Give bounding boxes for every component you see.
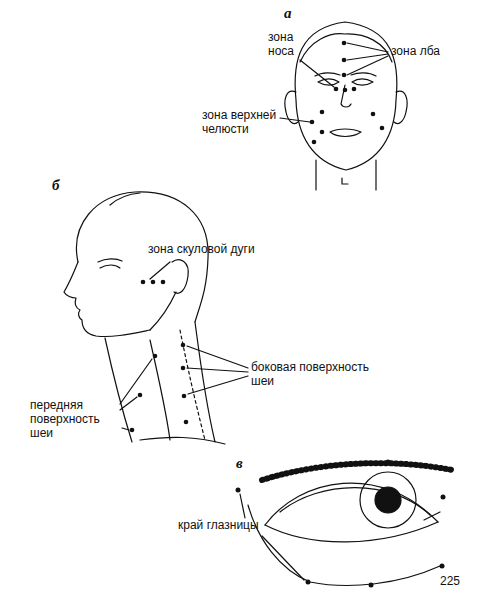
panel-letter: б xyxy=(52,178,72,192)
zone-label: зона носа xyxy=(268,30,308,58)
zone-label: боковая поверхность шеи xyxy=(251,360,371,388)
zone-label: зона лба xyxy=(391,44,461,58)
panel-letter: в xyxy=(236,456,256,470)
zone-label: зона скуловой дуги xyxy=(148,242,278,256)
profile-head xyxy=(64,192,248,444)
zone-label: зона верхней челюсти xyxy=(202,108,282,136)
page-number: 225 xyxy=(440,574,480,588)
zone-label: передняя поверхность шеи xyxy=(30,398,118,440)
front-head xyxy=(280,22,407,190)
eye-drawing xyxy=(236,460,453,588)
zone-label: край глазницы xyxy=(178,518,288,532)
panel-letter: а xyxy=(284,6,304,20)
